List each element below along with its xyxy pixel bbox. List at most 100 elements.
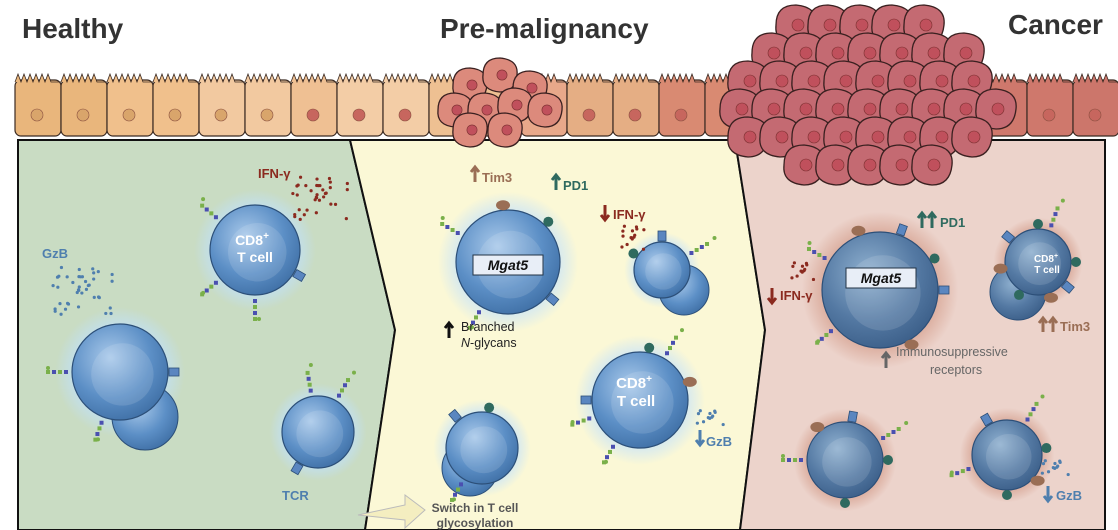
microvilli	[612, 72, 659, 84]
pd1-receptor-icon	[1071, 257, 1081, 267]
pd1-receptor-icon	[1002, 490, 1012, 500]
particle	[51, 284, 55, 288]
particle	[706, 415, 710, 420]
nucleus	[451, 104, 463, 116]
epithelial-cell	[566, 79, 614, 137]
epithelial-cell	[152, 79, 200, 137]
particle	[92, 271, 96, 275]
glycan-icon	[1025, 417, 1030, 422]
particle	[721, 422, 725, 427]
tim3-receptor-icon	[1043, 292, 1058, 303]
microvilli	[566, 72, 613, 84]
glycan-icon	[817, 253, 822, 257]
particle	[59, 265, 64, 270]
glycan-icon	[99, 420, 104, 425]
microvilli	[14, 72, 61, 84]
microvilli	[336, 72, 383, 84]
particle	[110, 272, 114, 277]
glycan-icon	[806, 247, 811, 251]
particle	[795, 274, 799, 278]
nucleus	[927, 46, 941, 60]
glycan-icon	[213, 215, 218, 220]
nucleus	[91, 343, 154, 406]
epithelial-cell	[658, 79, 706, 137]
glycan-icon	[52, 370, 56, 374]
switch-label: Switch in T cell	[432, 501, 519, 515]
particle	[800, 264, 805, 268]
t-cell	[781, 408, 909, 512]
microvilli	[244, 72, 291, 84]
glycan-icon	[1031, 407, 1036, 412]
particle	[322, 195, 326, 199]
particle	[620, 245, 624, 249]
glycan-icon	[253, 305, 257, 309]
pd1-receptor-icon	[543, 216, 554, 227]
mgat5-label: Mgat5	[488, 257, 529, 273]
pd1-receptor-icon	[484, 402, 495, 413]
particle	[104, 311, 108, 316]
particle	[302, 213, 306, 217]
cd8-label: CD8+	[1034, 253, 1058, 265]
tumor-mass	[719, 4, 1017, 186]
particle	[1066, 472, 1070, 477]
cell-body	[209, 204, 301, 296]
nucleus	[863, 46, 877, 60]
glycan-icon	[581, 418, 586, 423]
nucleus	[959, 102, 973, 116]
glycan-icon	[881, 436, 886, 440]
glycan-icon	[307, 382, 312, 387]
nucleus	[511, 99, 523, 111]
particle	[298, 217, 302, 221]
particle	[84, 287, 89, 291]
glycan-icon	[689, 251, 694, 255]
nucleus	[398, 108, 412, 122]
nucleus	[831, 102, 845, 116]
particle	[314, 211, 318, 215]
pd1-label: PD1	[940, 215, 965, 230]
particle	[78, 275, 83, 279]
nucleus	[306, 108, 320, 122]
glycan-icon	[455, 231, 460, 235]
particle	[635, 227, 639, 231]
nucleus	[526, 82, 538, 94]
glycan-icon	[456, 487, 460, 492]
cd8-label: CD8+	[616, 374, 652, 392]
particle	[1055, 465, 1059, 469]
particle	[710, 415, 714, 419]
nucleus	[481, 104, 493, 116]
particle	[63, 307, 68, 311]
nucleus	[214, 108, 228, 122]
nucleus	[967, 74, 981, 88]
glycan-icon	[204, 207, 209, 212]
particle	[698, 409, 702, 413]
nucleus	[799, 46, 813, 60]
stage-title-premalignancy: Pre-malignancy	[440, 13, 649, 44]
particle	[83, 279, 88, 284]
nucleus	[871, 74, 885, 88]
glycan-icon	[966, 467, 971, 472]
glycan-icon	[781, 458, 785, 462]
nucleus	[863, 158, 877, 172]
glycan-icon	[570, 419, 575, 424]
glycan-icon	[665, 351, 669, 356]
nucleus	[674, 108, 688, 122]
immunosuppressive-label: Immunosuppressive	[896, 345, 1008, 359]
particle	[329, 202, 333, 206]
nucleus	[919, 18, 933, 32]
tcr-receptor-icon	[657, 230, 667, 242]
double-up-arrow-icon	[1037, 315, 1059, 332]
particle	[87, 283, 91, 287]
nucleus	[260, 108, 274, 122]
particle	[621, 234, 625, 238]
receptors-label: receptors	[930, 363, 982, 377]
tcr-receptor-icon	[847, 410, 858, 423]
glycan-icon	[781, 454, 785, 458]
pd1-receptor-icon	[1033, 219, 1043, 229]
particle	[805, 263, 809, 267]
particle	[621, 229, 625, 233]
nucleus	[855, 18, 869, 32]
t-cell	[46, 307, 185, 451]
glycan-icon	[306, 376, 311, 381]
glycan-icon	[209, 211, 214, 216]
